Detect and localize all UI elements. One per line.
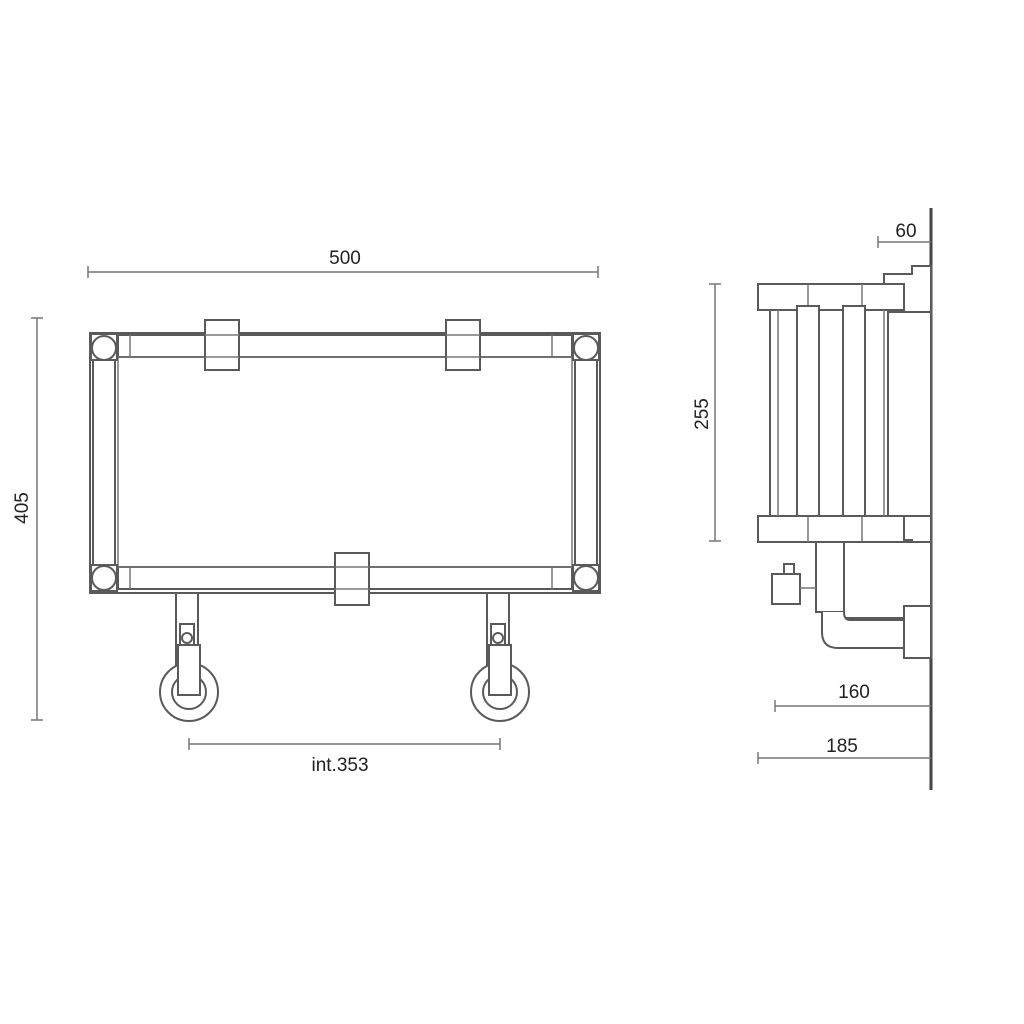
front-view: 500 405 int.353 (12, 248, 601, 776)
dimension-label-depth-pipe: 160 (838, 682, 870, 703)
top-bar (117, 334, 573, 358)
dimension-label-height: 405 (12, 492, 33, 524)
wall-bracket (204, 319, 240, 371)
right-valve (470, 592, 530, 722)
dimension-depth-pipe: 160 (774, 682, 931, 712)
dimension-label-width: 500 (329, 248, 361, 269)
tube (842, 305, 866, 517)
wall-spacer (885, 311, 932, 517)
dimension-wall-offset: 60 (877, 221, 931, 248)
dimension-side-height: 255 (692, 283, 721, 542)
dimension-label-depth-total: 185 (826, 736, 858, 757)
corner-joint (573, 565, 599, 591)
left-bar (92, 359, 116, 566)
corner-joint (573, 335, 599, 361)
dimension-label-side-height: 255 (692, 398, 713, 430)
radiator-body (769, 307, 889, 521)
left-valve (159, 592, 219, 722)
dimension-interaxis: int.353 (188, 738, 501, 776)
corner-joint (91, 335, 117, 361)
wall-bracket (334, 552, 370, 606)
top-header (757, 283, 905, 311)
frame-inner (117, 356, 573, 568)
dimension-label-wall-offset: 60 (895, 221, 916, 242)
dimension-depth-total: 185 (757, 736, 931, 764)
right-bar (574, 359, 598, 566)
tube (796, 305, 820, 517)
corner-joint (91, 565, 117, 591)
wall-bracket (445, 319, 481, 371)
dimension-label-interaxis: int.353 (311, 755, 368, 776)
bottom-header (757, 515, 905, 543)
dimension-height: 405 (12, 317, 43, 721)
dimension-width: 500 (87, 248, 599, 278)
side-view: 255 60 160 185 (692, 208, 933, 790)
side-valve-assembly (771, 541, 932, 659)
